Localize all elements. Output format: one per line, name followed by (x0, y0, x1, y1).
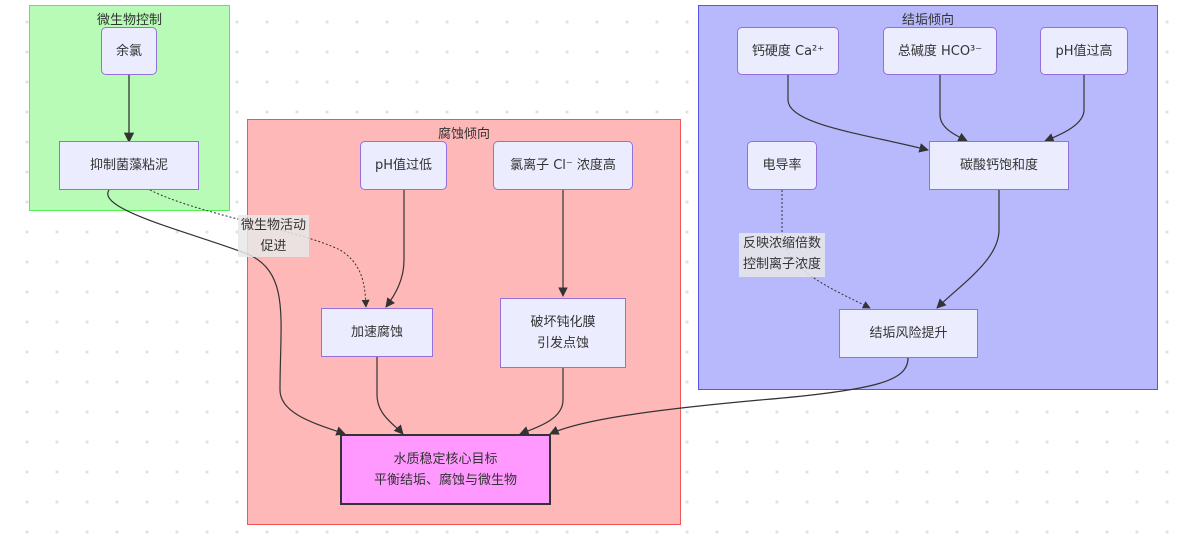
node-passive-film[interactable]: 破坏钝化膜 引发点蚀 (500, 298, 626, 368)
node-residual-chlorine[interactable]: 余氯 (101, 27, 157, 75)
node-inhibit-slime[interactable]: 抑制菌藻粘泥 (59, 141, 199, 190)
node-conductivity[interactable]: 电导率 (747, 141, 817, 190)
node-calcium-hardness[interactable]: 钙硬度 Ca²⁺ (737, 27, 839, 75)
cluster-title: 微生物控制 (96, 13, 162, 28)
cluster-title: 腐蚀倾向 (437, 127, 490, 142)
edge-label-microbe-promotes: 微生物活动 促进 (238, 215, 309, 257)
node-chloride-high[interactable]: 氯离子 Cl⁻ 浓度高 (493, 141, 633, 190)
edge-label-conductivity-reflects: 反映浓缩倍数 控制离子浓度 (739, 233, 825, 277)
node-ph-high[interactable]: pH值过高 (1040, 27, 1128, 75)
node-scaling-risk[interactable]: 结垢风险提升 (839, 309, 978, 358)
cluster-title: 结垢倾向 (901, 13, 954, 28)
node-caco3-saturation[interactable]: 碳酸钙饱和度 (929, 141, 1069, 190)
node-core-goal[interactable]: 水质稳定核心目标 平衡结垢、腐蚀与微生物 (340, 434, 551, 505)
node-alkalinity[interactable]: 总碱度 HCO³⁻ (883, 27, 997, 75)
node-accelerate-corrosion[interactable]: 加速腐蚀 (321, 308, 433, 357)
node-ph-low[interactable]: pH值过低 (360, 141, 447, 190)
